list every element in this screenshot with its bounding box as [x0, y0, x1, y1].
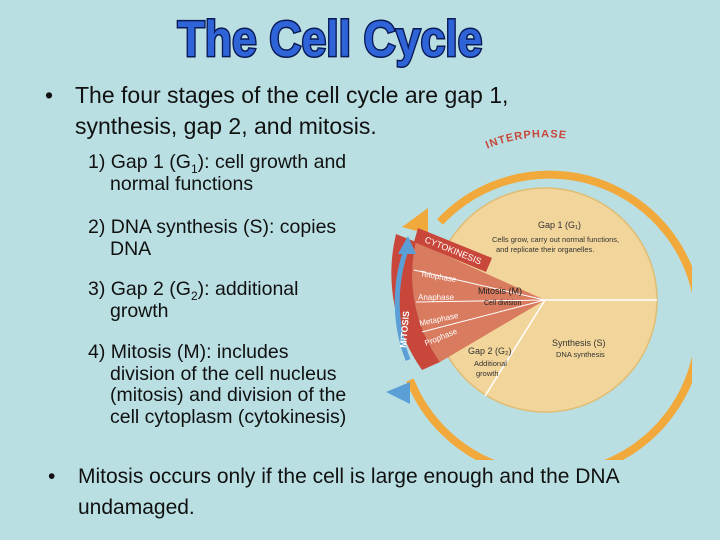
stage-number: 1)	[88, 151, 105, 173]
stage-text: Gap 2 (G	[111, 278, 191, 300]
stage-text: Gap 1 (G	[111, 151, 191, 173]
stage-subscript: 2	[191, 289, 198, 303]
stage-item-gap1: 1) Gap 1 (G1): cell growth and normal fu…	[88, 152, 346, 195]
slide-title-text: The Cell Cycle	[178, 11, 483, 67]
phase-label-anaphase: Anaphase	[418, 293, 455, 302]
stage-number: 3)	[88, 278, 105, 300]
m-description: Cell division	[484, 300, 521, 307]
g1-description: Cells grow, carry out normal functions,	[492, 235, 619, 244]
stage-number: 4)	[88, 341, 105, 363]
slide-title: The Cell Cycle	[0, 4, 720, 74]
g1-description: and replicate their organelles.	[496, 245, 594, 254]
stage-item-synthesis: 2) DNA synthesis (S): copies DNA	[88, 217, 336, 260]
bullet-marker: •	[45, 80, 53, 111]
bullet-mitosis-condition: • Mitosis occurs only if the cell is lar…	[78, 461, 620, 523]
bullet-marker: •	[48, 461, 55, 492]
s-title: Synthesis (S)	[552, 338, 606, 348]
stage-continuation: (mitosis) and division of the	[88, 385, 346, 407]
s-description: DNA synthesis	[556, 350, 605, 359]
bullet-text-line: undamaged.	[78, 492, 620, 523]
cell-cycle-diagram: CYTOKINESIS INTERPHASE MITOSIS Gap 1 (G₁…	[380, 130, 692, 460]
stage-item-mitosis: 4) Mitosis (M): includes division of the…	[88, 342, 346, 428]
stage-number: 2)	[88, 216, 105, 238]
bullet-text-line: The four stages of the cell cycle are ga…	[75, 80, 508, 111]
stage-text: Mitosis (M): includes	[111, 341, 289, 363]
g2-description: Additional	[474, 359, 507, 368]
stage-continuation: division of the cell nucleus	[88, 364, 346, 386]
stage-text: ): additional	[198, 278, 299, 300]
g2-description: growth	[476, 369, 499, 378]
stage-continuation: cell cytoplasm (cytokinesis)	[88, 407, 346, 429]
stage-text: ): cell growth and	[198, 151, 347, 173]
stage-continuation: DNA	[88, 239, 336, 261]
stage-continuation: growth	[88, 301, 298, 323]
stage-text: DNA synthesis (S): copies	[111, 216, 336, 238]
stage-item-gap2: 3) Gap 2 (G2): additional growth	[88, 279, 298, 322]
g1-title: Gap 1 (G₁)	[538, 220, 581, 230]
g2-title: Gap 2 (G₂)	[468, 346, 512, 356]
interphase-label: INTERPHASE	[484, 130, 568, 152]
interphase-arrowhead	[402, 208, 428, 234]
m-title: Mitosis (M)	[478, 286, 522, 296]
bottom-arrowhead	[386, 382, 410, 404]
bullet-text-line: Mitosis occurs only if the cell is large…	[78, 461, 620, 492]
stage-continuation: normal functions	[88, 174, 346, 196]
